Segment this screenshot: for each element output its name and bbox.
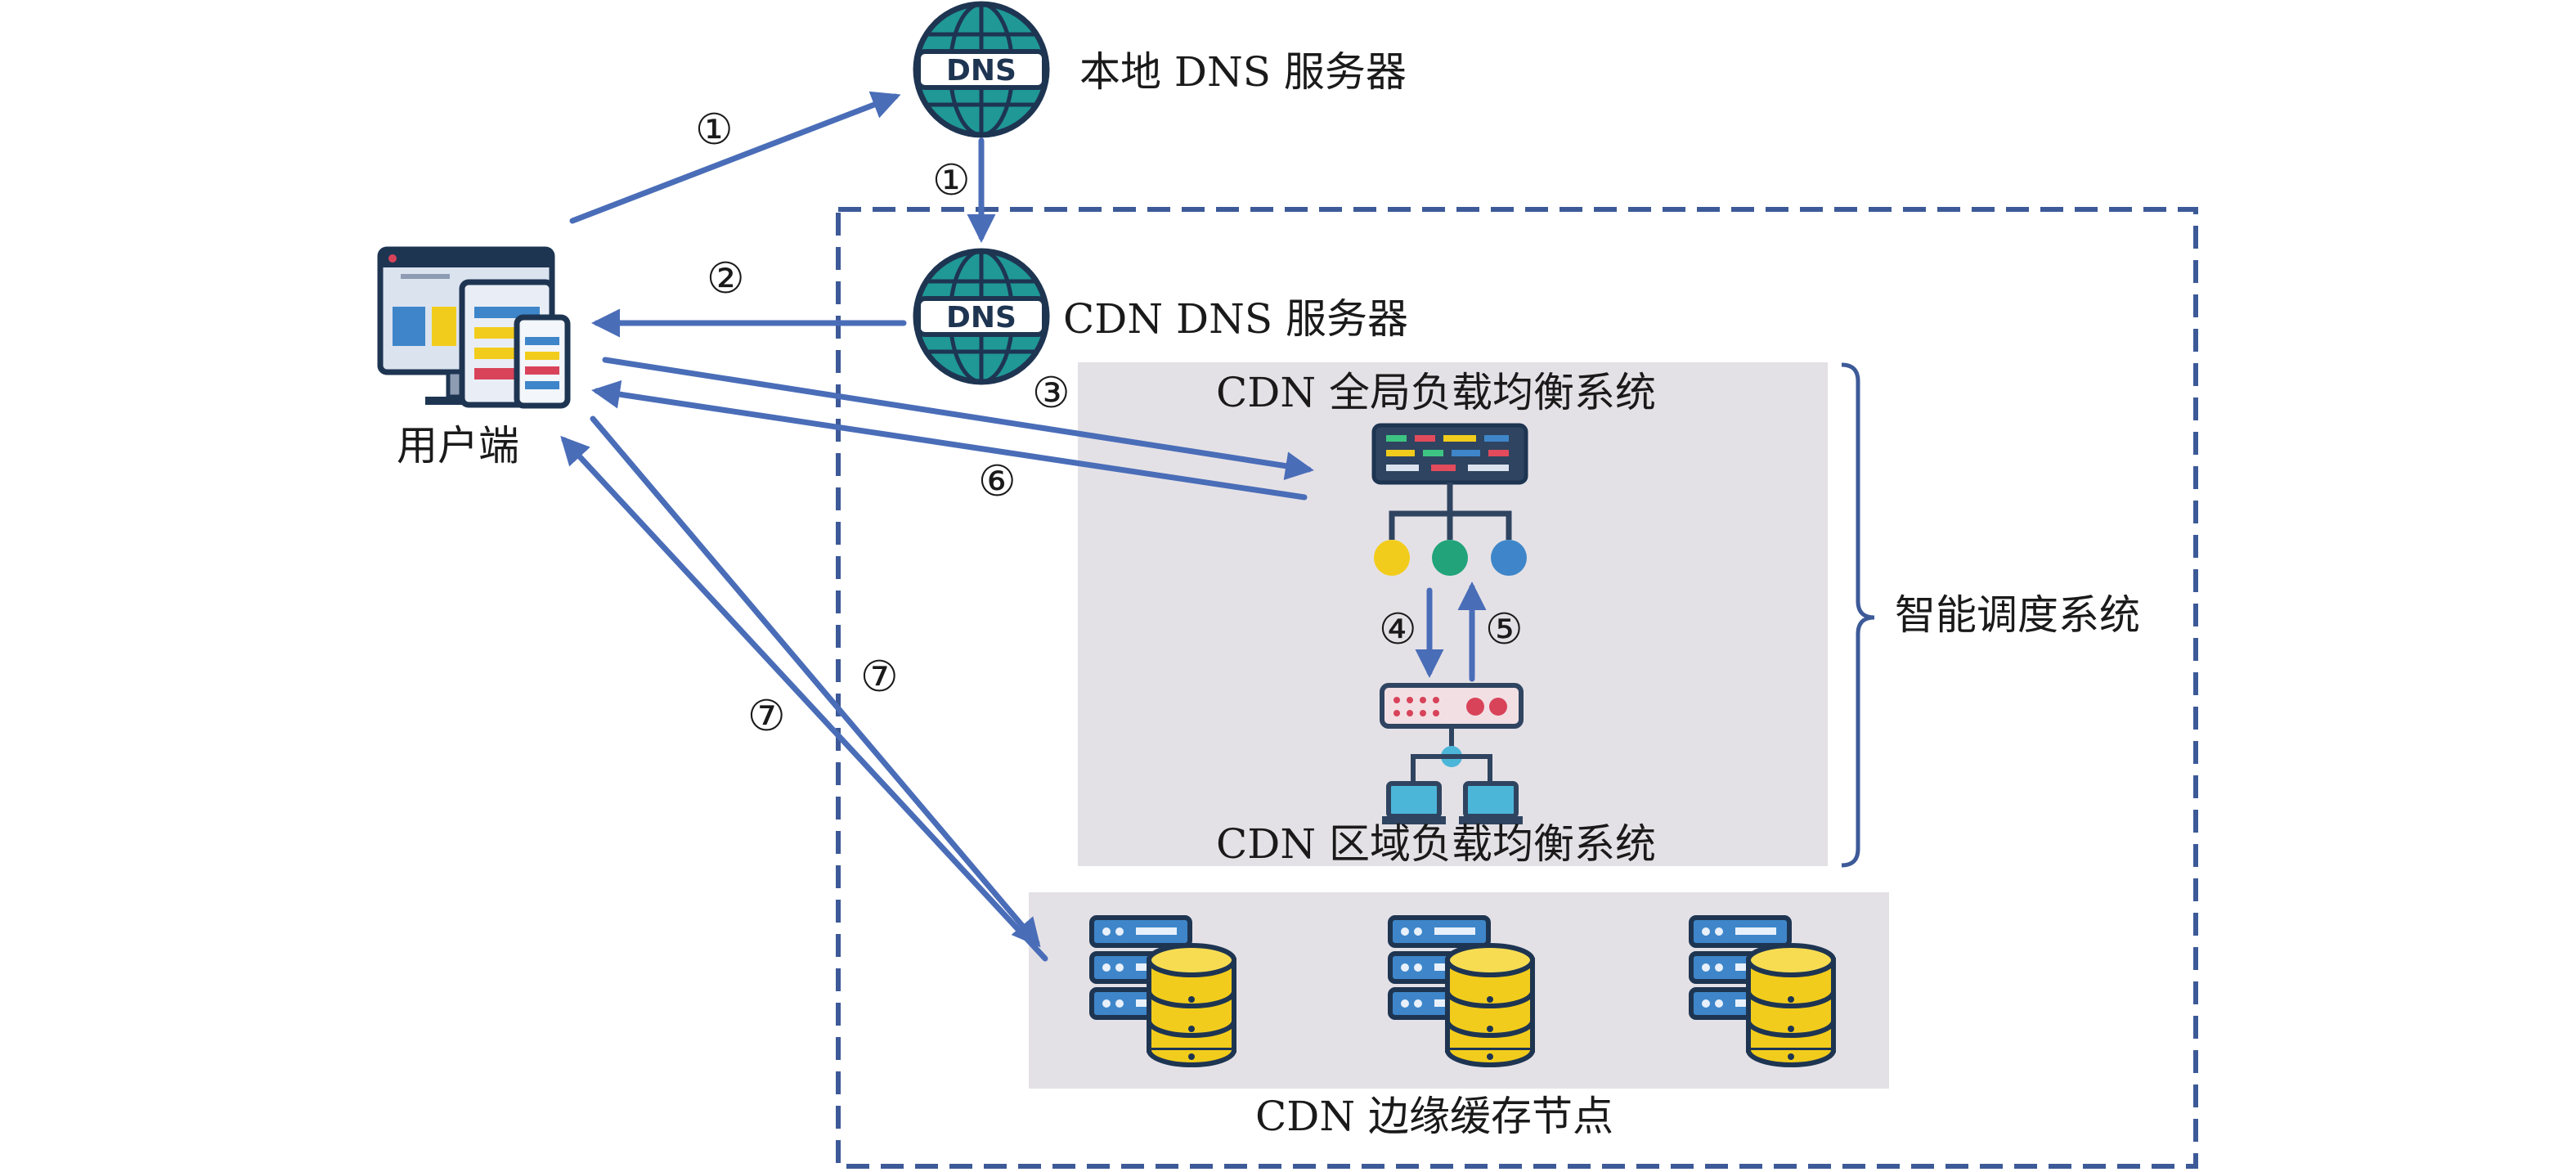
smart-dispatch-label: 智能调度系统 (1895, 591, 2140, 639)
arrow-1-user-to-local-dns (569, 91, 901, 224)
step-6-label: ⑥ (978, 457, 1016, 506)
dns-text-local: DNS (946, 54, 1016, 88)
regional-lb-label: CDN 区域负载均衡系统 (1216, 820, 1656, 868)
regional-lb-icon (1380, 683, 1524, 824)
dns-text-cdn: DNS (946, 301, 1016, 335)
step-1-label-a: ① (695, 106, 734, 155)
edge-cache-label: CDN 边缘缓存节点 (1255, 1093, 1613, 1140)
local-dns-label: 本地 DNS 服务器 (1079, 48, 1407, 96)
arrow-6-global-lb-to-user (591, 379, 1308, 501)
cdn-boundary (836, 207, 2198, 1169)
arrow-7-user-to-edge (590, 415, 1041, 948)
cdn-dns-label: CDN DNS 服务器 (1063, 295, 1408, 343)
step-5-label: ⑤ (1485, 605, 1524, 654)
step-1-label-b: ① (932, 156, 971, 205)
step-3-label: ③ (1032, 369, 1070, 418)
step-7-label-a: ⑦ (860, 653, 899, 702)
global-lb-icon (1371, 423, 1528, 576)
step-2-label: ② (707, 254, 745, 303)
arrow-7-edge-to-user (560, 435, 1048, 962)
step-4-label: ④ (1379, 605, 1417, 654)
arrow-3-user-to-global-lb (602, 357, 1314, 480)
user-devices-icon (377, 246, 571, 409)
step-7-label-b: ⑦ (747, 692, 786, 741)
user-label: 用户端 (397, 422, 519, 469)
global-lb-label: CDN 全局负载均衡系统 (1216, 369, 1656, 416)
local-dns-icon: DNS (913, 1, 1050, 138)
cdn-dns-icon: DNS (913, 248, 1050, 385)
dispatch-brace (1841, 362, 1875, 868)
